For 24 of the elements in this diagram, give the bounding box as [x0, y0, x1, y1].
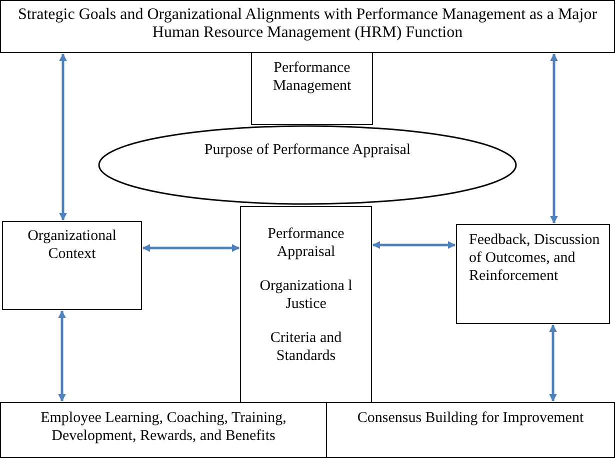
ellipse-shape	[98, 125, 517, 205]
node-label: Strategic Goals and Organizational Alignments with Performance Management as a Major Human Resource Management (HRM) Function	[16, 6, 598, 42]
node-label: Organizationa l Justice	[258, 277, 354, 313]
node-label: Purpose of Performance Appraisal	[203, 141, 412, 159]
node-label: Employee Learning, Coaching, Training, Development, Rewards, and Benefits	[40, 409, 288, 445]
process-box	[326, 402, 615, 458]
node-label: Consensus Building for Improvement	[356, 409, 585, 427]
node-label: Organizational Context	[26, 227, 118, 263]
process-box	[0, 0, 615, 53]
process-box	[0, 402, 327, 458]
double-arrow	[550, 53, 558, 224]
process-box	[251, 52, 373, 125]
double-arrow	[549, 324, 557, 402]
node-label: Feedback, Discussion of Outcomes, and Reinforcement	[469, 231, 601, 285]
double-arrow	[142, 244, 240, 252]
process-box	[456, 224, 610, 324]
node-label: Performance Appraisal	[266, 225, 346, 261]
node-label: Criteria and Standards	[269, 329, 343, 365]
process-box	[240, 206, 372, 403]
double-arrow	[58, 310, 66, 402]
double-arrow	[372, 241, 456, 249]
node-label: Performance Management	[272, 59, 352, 95]
process-box	[2, 221, 142, 310]
double-arrow	[59, 53, 67, 221]
